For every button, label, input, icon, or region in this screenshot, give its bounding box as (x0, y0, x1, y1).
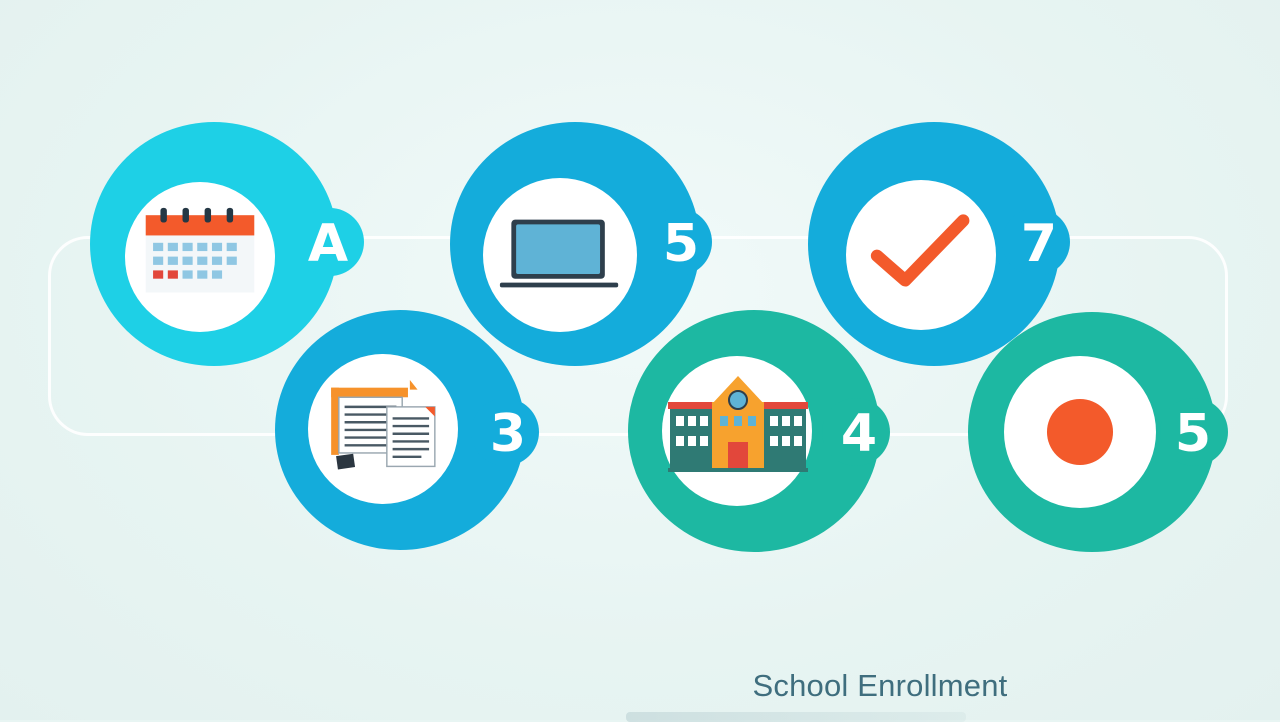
documents-icon (331, 380, 436, 470)
diagram-title: School Enrollment (752, 668, 1008, 703)
step-school: 4 (628, 310, 890, 552)
red-dot-icon (1046, 398, 1114, 466)
step-badge-tab (296, 208, 364, 276)
step-red-dot: 5 (968, 312, 1228, 552)
school-building-icon (668, 376, 808, 472)
laptop-icon (499, 219, 619, 288)
step-badge-5: 5 (662, 214, 700, 274)
step-badge-a: A (307, 214, 349, 274)
calendar-icon (145, 207, 255, 293)
step-badge-tab (822, 398, 890, 466)
step-badge-5b: 5 (1174, 404, 1212, 464)
step-badge-tab (471, 398, 539, 466)
step-badge-3: 3 (489, 404, 527, 464)
step-badge-7: 7 (1020, 214, 1058, 274)
step-badge-tab (1002, 208, 1070, 276)
step-laptop: 5 (450, 122, 712, 366)
step-documents: 3 (275, 310, 539, 550)
step-checkmark: 7 (808, 122, 1070, 366)
checkmark-icon (870, 214, 970, 287)
step-badge-4: 4 (840, 404, 878, 464)
faded-subtitle-bar (626, 712, 966, 722)
step-badge-tab (644, 208, 712, 276)
step-badge-tab (1160, 398, 1228, 466)
step-calendar: A (90, 122, 364, 366)
